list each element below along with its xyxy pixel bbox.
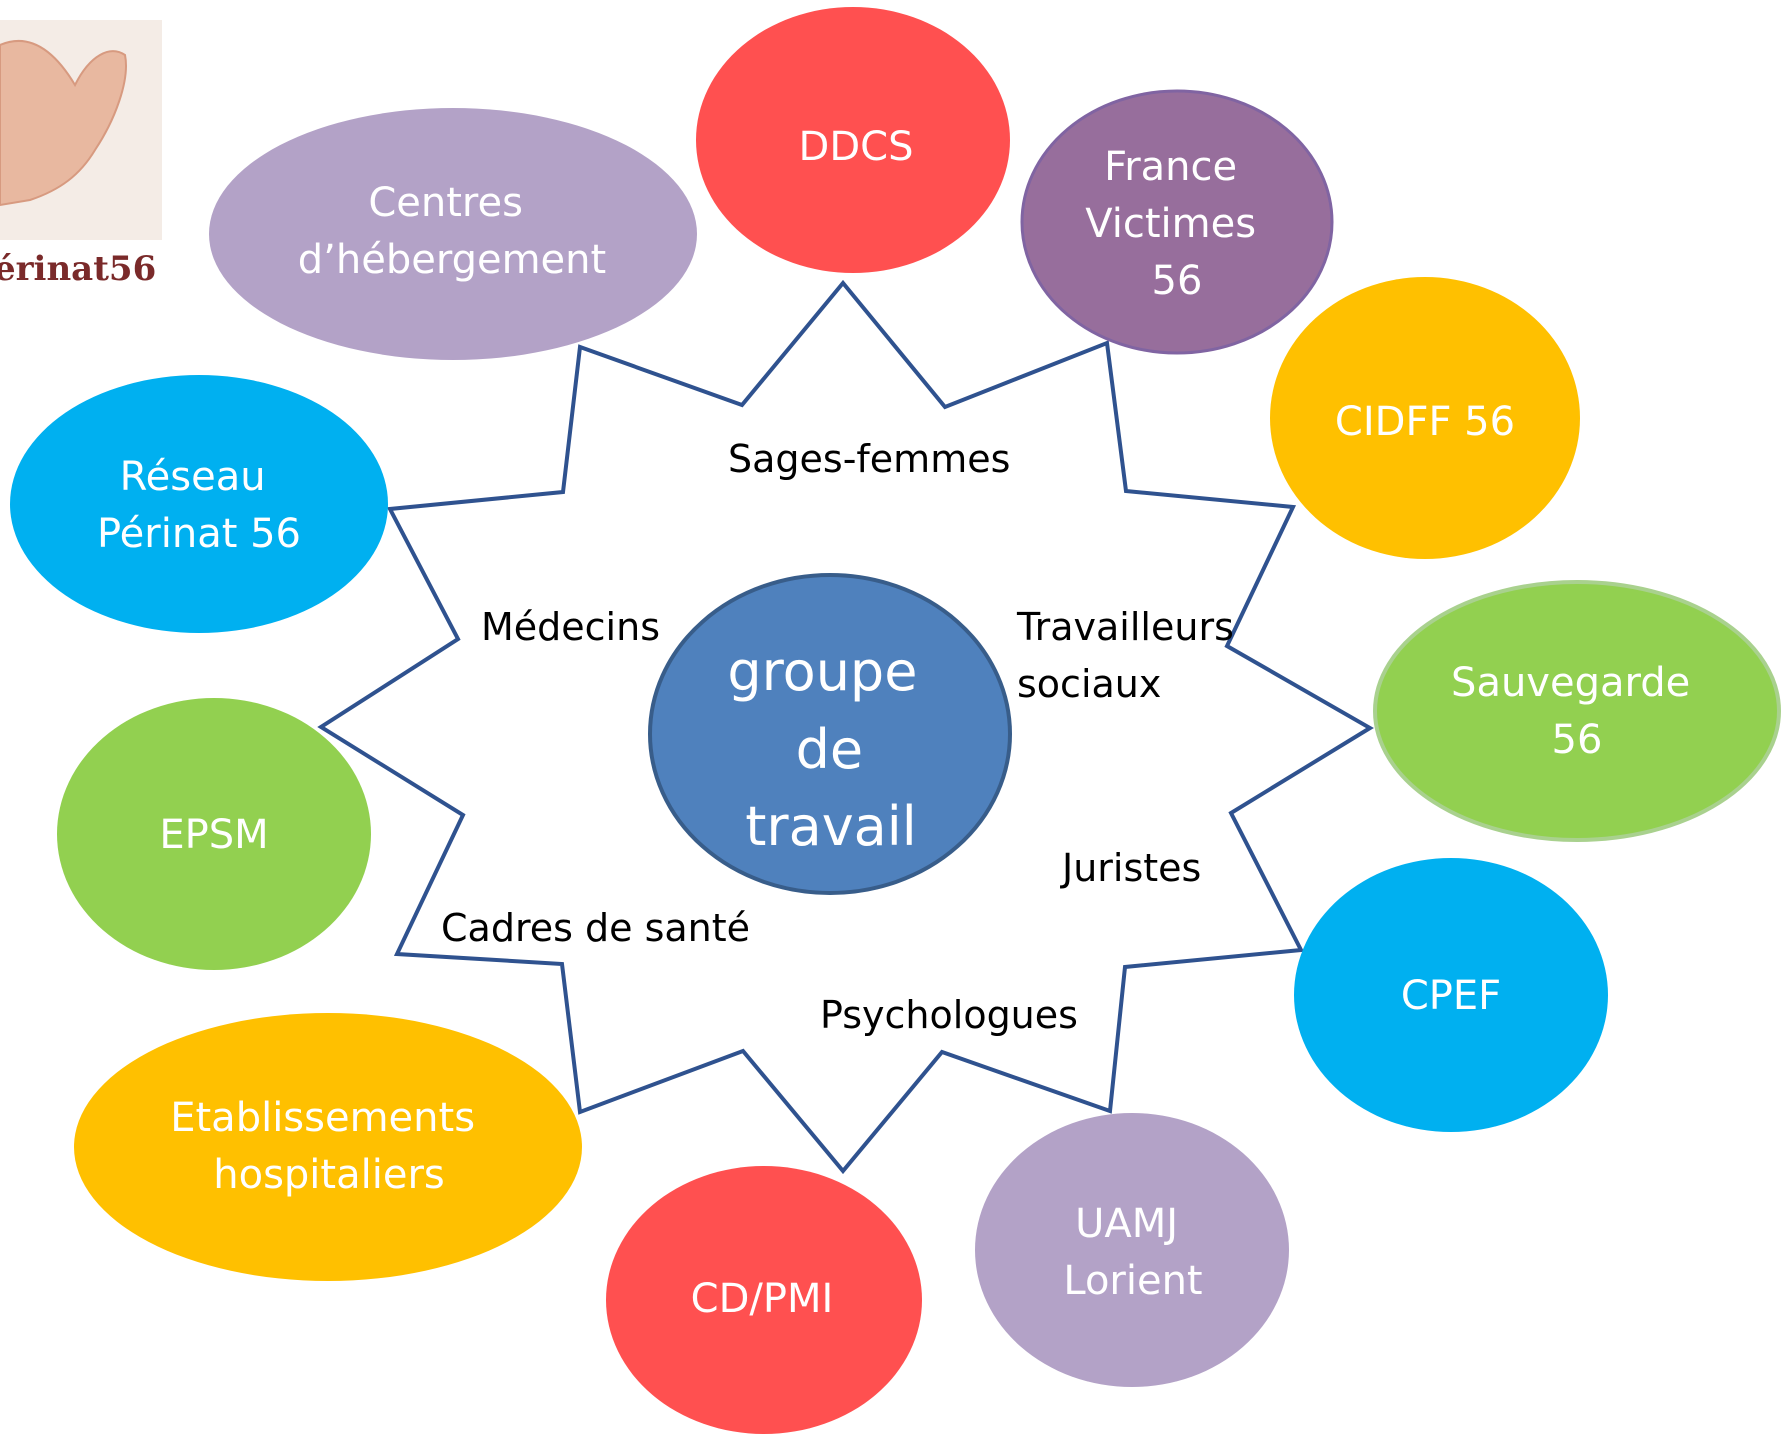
partner-uamj-label: UAMJ Lorient [1063, 1201, 1202, 1304]
center-node: groupe de travail [648, 573, 1012, 895]
partner-etablissements-label: Etablissements hospitaliers [170, 1095, 488, 1198]
partner-reseau: Réseau Périnat 56 [10, 375, 388, 633]
role-sages-femmes: Sages-femmes [728, 437, 1010, 481]
partner-cd-pmi: CD/PMI [606, 1166, 922, 1434]
partner-cd-pmi-label: CD/PMI [691, 1276, 834, 1322]
partner-sauvegarde-label: Sauvegarde 56 [1451, 660, 1703, 763]
partner-ddcs: DDCS [696, 7, 1010, 273]
partner-cidff: CIDFF 56 [1270, 277, 1580, 559]
partner-epsm: EPSM [57, 698, 371, 970]
logo-text: érinat56 [0, 249, 156, 289]
hand-icon [0, 39, 127, 207]
role-juristes: Juristes [1060, 846, 1201, 890]
partner-ddcs-label: DDCS [799, 124, 914, 170]
role-travailleurs-sociaux: Travailleurs sociaux [1016, 605, 1246, 706]
partner-uamj: UAMJ Lorient [975, 1113, 1289, 1387]
partner-centres-label: Centres d’hébergement [298, 180, 606, 283]
partner-cidff-label: CIDFF 56 [1335, 399, 1515, 445]
role-psychologues: Psychologues [820, 993, 1078, 1037]
partner-centres: Centres d’hébergement [209, 108, 697, 360]
partner-cpef-label: CPEF [1401, 973, 1501, 1019]
role-cadres-de-sante: Cadres de santé [441, 906, 750, 950]
partner-reseau-label: Réseau Périnat 56 [97, 454, 301, 557]
partner-sauvegarde: Sauvegarde 56 [1373, 580, 1781, 842]
logo: érinat56 [0, 20, 162, 289]
partner-france-victimes: France Victimes 56 [1020, 89, 1334, 355]
role-medecins: Médecins [481, 605, 660, 649]
partner-etablissements: Etablissements hospitaliers [74, 1013, 582, 1281]
center-label: groupe de travail [727, 640, 934, 858]
partner-cpef: CPEF [1294, 858, 1608, 1132]
partner-france-victimes-label: France Victimes 56 [1085, 144, 1269, 304]
partner-epsm-label: EPSM [159, 812, 268, 858]
